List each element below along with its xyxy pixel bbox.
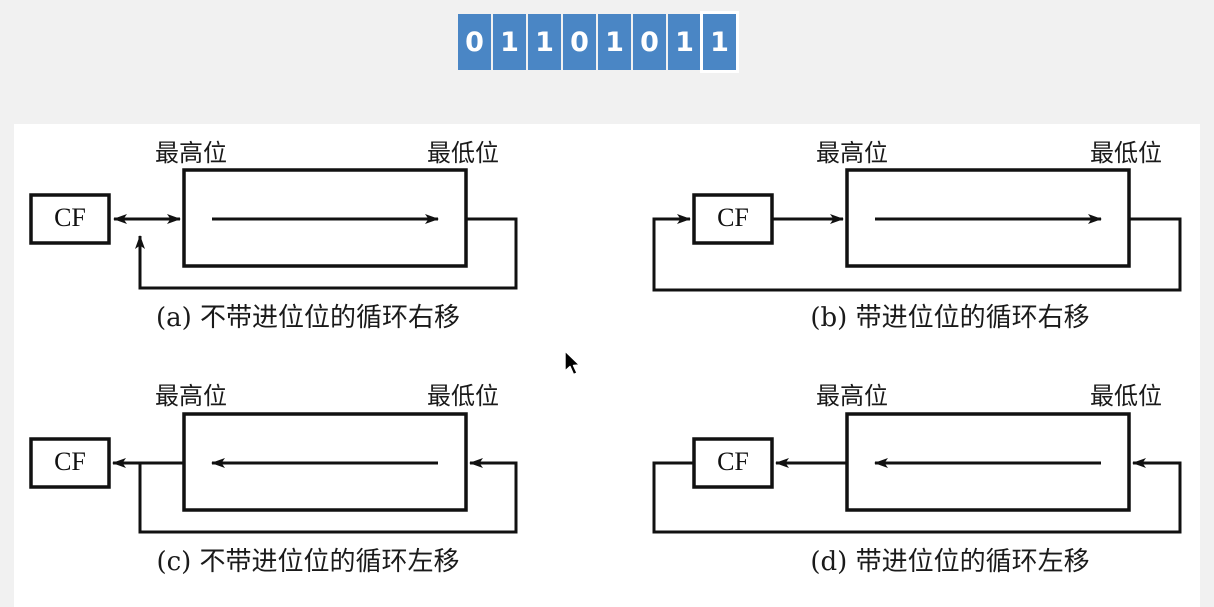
bit-cell[interactable]: 0 [633,14,666,70]
diagram-c-caption: (c) 不带进位位的循环左移 [156,547,459,577]
diagram-c-msb-label: 最高位 [155,382,227,410]
diagram-c: 最高位 最低位 CF (c) 不带进位位的循环左移 [29,382,518,577]
diagram-d: 最高位 最低位 CF (d) 带进位位的循环左移 [652,382,1182,577]
diagram-a-caption: (a) 不带进位位的循环右移 [156,303,460,333]
diagram-a-msb-label: 最高位 [155,139,227,167]
bit-cell[interactable]: 1 [493,14,526,70]
diagram-a-lsb-label: 最低位 [427,139,499,167]
diagram-a: 最高位 最低位 CF (a) 不带进位位的循环右移 [29,139,518,333]
bit-strip-area: 0 1 1 0 1 0 1 1 [0,0,1214,124]
bit-cell[interactable]: 1 [528,14,561,70]
bit-cell[interactable]: 1 [598,14,631,70]
diagram-d-feedback-path [652,458,1182,534]
bit-cell[interactable]: 0 [458,14,491,70]
binary-value-strip: 0 1 1 0 1 0 1 1 [458,14,736,70]
diagram-b-lsb-label: 最低位 [1090,139,1162,167]
diagram-d-cf-label: CF [717,447,749,476]
diagram-b: 最高位 最低位 CF (b) 带进位位的循环右移 [652,139,1182,333]
diagram-c-feedback-path [138,458,518,534]
diagram-a-cf-box [29,193,111,245]
diagram-a-cf-label: CF [54,203,86,232]
diagram-c-lsb-label: 最低位 [427,382,499,410]
figure-panel: 最高位 最低位 CF (a) 不带进位位的循环右移 最高位 最低位 CF [14,124,1200,607]
bit-cell-highlighted[interactable]: 1 [703,14,736,70]
diagram-d-lsb-label: 最低位 [1090,382,1162,410]
bit-cell[interactable]: 0 [563,14,596,70]
diagram-b-feedback-path [652,214,1182,292]
diagram-a-feedback-path [135,217,518,290]
diagram-c-cf-label: CF [54,447,86,476]
diagram-c-cf-box [29,437,111,489]
diagram-d-msb-label: 最高位 [816,382,888,410]
diagram-b-msb-label: 最高位 [816,139,888,167]
diagram-d-caption: (d) 带进位位的循环左移 [810,547,1089,577]
rotate-shift-figure: 最高位 最低位 CF (a) 不带进位位的循环右移 最高位 最低位 CF [29,139,1182,577]
diagram-b-cf-label: CF [717,203,749,232]
bit-cell[interactable]: 1 [668,14,701,70]
diagram-b-caption: (b) 带进位位的循环右移 [810,303,1089,333]
